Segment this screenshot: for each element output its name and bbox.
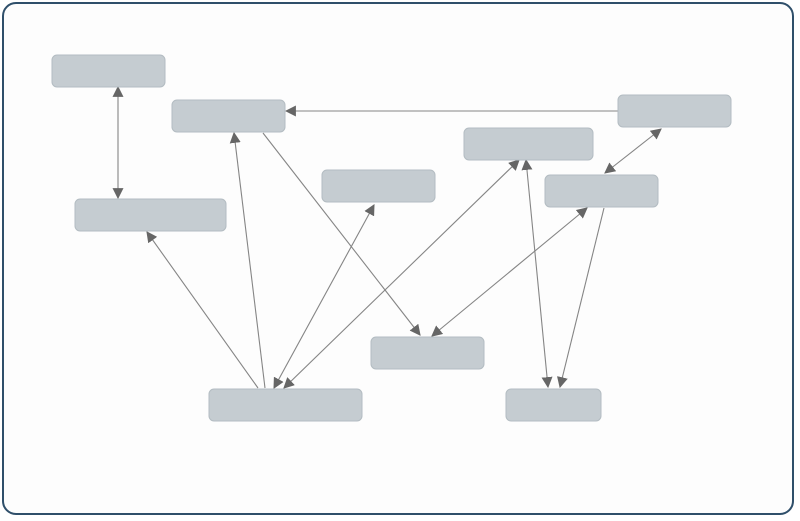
edge-n5-n3 [273, 204, 375, 389]
node-n1 [51, 54, 166, 88]
node-n4 [74, 198, 227, 232]
edge-n2-n10 [262, 132, 421, 336]
node-n10 [370, 336, 485, 370]
node-n5 [208, 388, 363, 422]
edge-n8-n7 [604, 128, 662, 174]
edge-n5-n6 [283, 159, 520, 389]
edge-n5-n4 [146, 231, 259, 389]
node-box [74, 198, 227, 232]
node-box [51, 54, 166, 88]
edge-n7-n10 [431, 207, 588, 337]
nodes-layer [51, 54, 732, 422]
node-box [463, 127, 594, 161]
node-box [208, 388, 363, 422]
node-box [321, 169, 436, 203]
edge-n7-n9 [557, 207, 605, 389]
node-n2 [171, 99, 286, 133]
node-n7 [544, 174, 659, 208]
edges-layer [112, 85, 662, 389]
node-box [617, 94, 732, 128]
node-box [171, 99, 286, 133]
node-n9 [505, 388, 602, 422]
node-n3 [321, 169, 436, 203]
node-box [370, 336, 485, 370]
node-box [505, 388, 602, 422]
node-n8 [617, 94, 732, 128]
node-box [544, 174, 659, 208]
node-n6 [463, 127, 594, 161]
edge-n5-n2 [229, 131, 266, 389]
